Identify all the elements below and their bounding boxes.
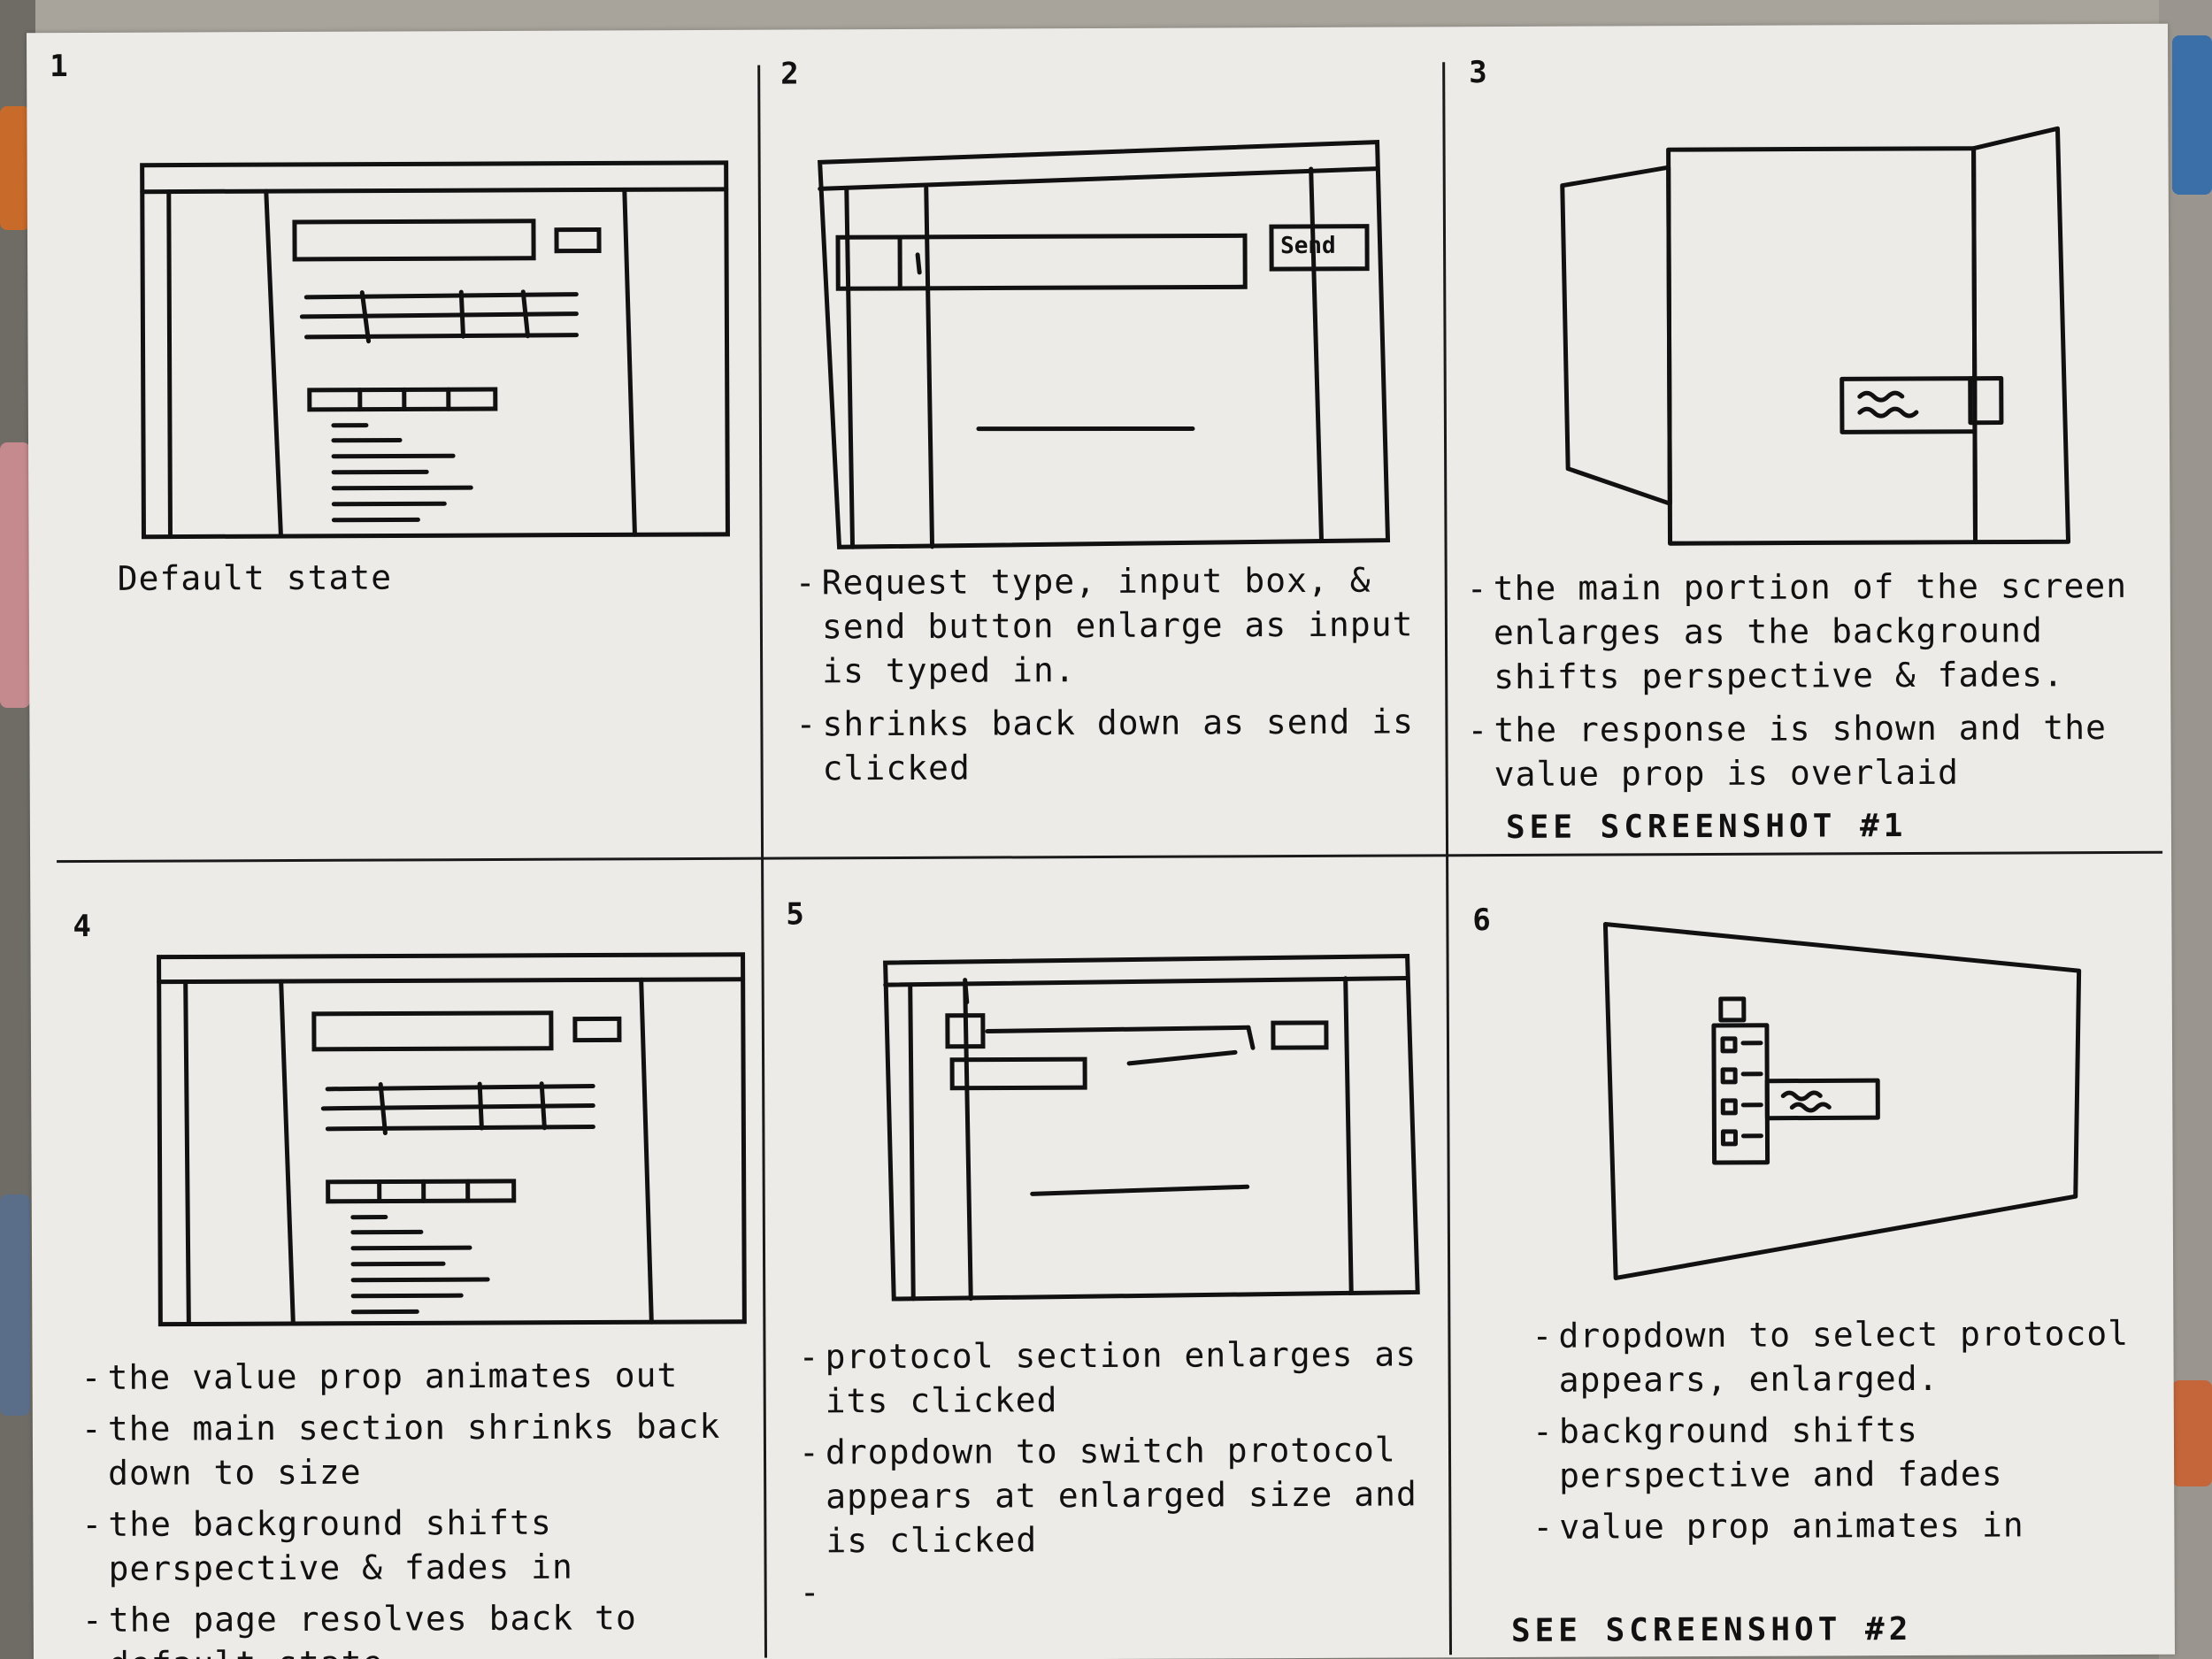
panel-notes: -dropdown to select protocol appears, en… [1532, 1311, 2170, 1549]
panel-notes: -the value prop animates out -the main s… [81, 1353, 764, 1659]
note-item: -the page resolves back to default state [81, 1598, 637, 1659]
sticker [0, 442, 30, 708]
perspective-zoom-wireframe [1560, 126, 2071, 546]
panel-1: 1 [27, 30, 761, 861]
wireframe-sketch [150, 946, 754, 1338]
sticker [2172, 35, 2212, 195]
note-item: - [799, 1572, 821, 1612]
panel-number: 1 [50, 49, 68, 85]
note-item: -dropdown to switch protocol appears at … [798, 1430, 1439, 1561]
note-item: -protocol section enlarges as its clicke… [798, 1334, 1439, 1421]
panel-number: 5 [786, 896, 804, 933]
storyboard-sheet: 1 [26, 23, 2176, 1659]
wireframe-sketch [1553, 86, 2085, 566]
panel-6: 6 -dropdown to select protocol appears, [1446, 851, 2175, 1658]
note-item: -the main section shrinks back down to s… [81, 1406, 742, 1493]
panel-number: 2 [780, 56, 799, 92]
sticker [2172, 1380, 2212, 1486]
panel-4: 4 [30, 857, 764, 1659]
panel-2: 2 Send -Request type, input box, & send … [757, 27, 1446, 856]
default-state-wireframe [140, 160, 730, 540]
sticker [0, 1194, 30, 1416]
panel-3: 3 -the main portion of the screen enlarg… [1442, 24, 2171, 855]
note-item: -value prop animates in [1532, 1505, 2024, 1547]
screenshot-reference: SEE SCREENSHOT #1 [1505, 808, 1908, 847]
note-item: -Request type, input box, & send button … [795, 560, 1435, 691]
wireframe-sketch [1596, 913, 2093, 1295]
wireframe-sketch [876, 942, 1426, 1308]
screenshot-reference: SEE SCREENSHOT #2 [1510, 1611, 1913, 1649]
panel-notes: -Request type, input box, & send button … [795, 557, 1433, 790]
wireframe-sketch [811, 134, 1397, 561]
note-item: -dropdown to select protocol appears, en… [1532, 1313, 2151, 1400]
sticker [0, 106, 30, 230]
note-item: -the main portion of the screen enlarges… [1466, 565, 2149, 697]
panel-5: 5 -protocol section enlarges as its clic… [761, 854, 1449, 1659]
panel-number: 4 [73, 908, 91, 945]
panel-notes: -the main portion of the screen enlarges… [1467, 564, 2167, 796]
note-item: -the background shifts perspective & fad… [81, 1502, 573, 1588]
note-item: -the value prop animates out [81, 1356, 679, 1398]
panel-caption: Default state [117, 557, 393, 598]
panel-number: 3 [1469, 55, 1487, 91]
note-item: -the response is shown and the value pro… [1467, 707, 2128, 795]
note-item: -shrinks back down as send is clicked [795, 702, 1435, 788]
note-item: -background shifts perspective and fades [1532, 1409, 2003, 1495]
wireframe-sketch [134, 154, 737, 546]
panel-notes: -protocol section enlarges as its clicke… [798, 1332, 1445, 1614]
default-state-wireframe [157, 952, 747, 1327]
panel-number: 6 [1472, 902, 1491, 939]
input-enlarged-wireframe [818, 140, 1391, 549]
dropdown-perspective-wireframe [1602, 922, 2082, 1280]
protocol-enlarged-wireframe [883, 953, 1420, 1302]
send-button-sketch: Send [1279, 232, 1336, 260]
